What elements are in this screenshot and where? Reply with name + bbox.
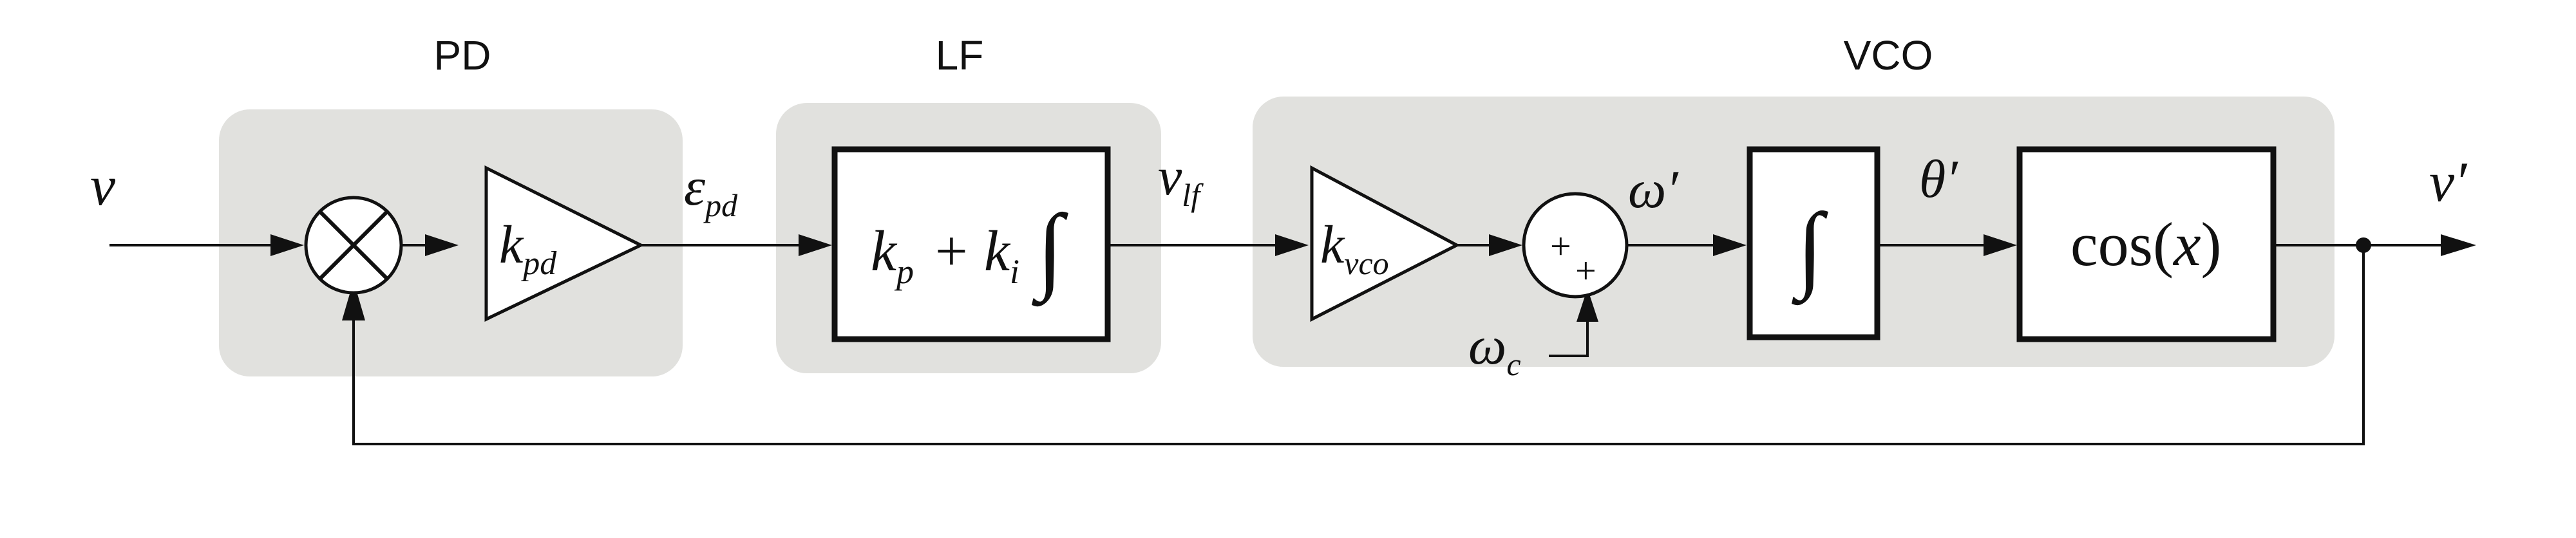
output-arrowhead [2441, 234, 2476, 256]
loop-filter-block: kp + ki ∫ [831, 146, 1111, 342]
vco-gain-k: k [1320, 215, 1345, 275]
lf-integral-sign: ∫ [1032, 195, 1068, 307]
lf-kp-k: k [871, 219, 898, 283]
cos-variable: x [2172, 210, 2201, 279]
pd-gain-k: k [499, 215, 524, 275]
feedback-path [342, 237, 2371, 445]
cosine-block: cos(x) [2016, 146, 2277, 342]
error-signal-sub: pd [703, 187, 738, 223]
svg-text:εpd: εpd [684, 157, 738, 223]
svg-text:kp: kp [871, 219, 914, 291]
feedback-arrowhead [342, 281, 365, 320]
pd-gain-sub: pd [520, 245, 557, 282]
input-signal-label: v [90, 155, 116, 218]
lf-group-label: LF [936, 32, 984, 79]
svg-text:ωc: ωc [1468, 316, 1521, 382]
svg-text:cos(x): cos(x) [2070, 210, 2222, 279]
vco-group-label: VCO [1844, 32, 1933, 79]
forward-path [109, 234, 2476, 357]
lf-output-label: v [1158, 147, 1182, 207]
sum-plus-bottom: + [1575, 250, 1596, 292]
pd-gain-amplifier: kpd [484, 165, 645, 322]
svg-text:vlf: vlf [1158, 147, 1204, 213]
pd-group-label: PD [434, 32, 491, 79]
theta-prime-label: θ′ [1919, 149, 1958, 209]
vco-gain-sub: vco [1344, 245, 1388, 281]
error-signal-label: ε [684, 157, 706, 217]
lf-plus: + [935, 219, 968, 283]
lf-output-sub: lf [1182, 177, 1204, 213]
vco-integral-sign: ∫ [1792, 194, 1828, 306]
output-signal-label: v′ [2429, 151, 2468, 214]
lf-ki-k: k [984, 219, 1011, 283]
sum-plus-top: + [1550, 225, 1571, 267]
summing-junction: + + [1522, 192, 1629, 299]
multiplier [304, 196, 403, 295]
omega-c-label: ω [1468, 316, 1506, 376]
vco-gain-amplifier: kvco [1310, 165, 1461, 322]
cos-prefix: cos( [2070, 210, 2174, 279]
lf-ki-sub: i [1010, 252, 1019, 291]
cos-suffix: ) [2201, 210, 2222, 279]
lf-kp-sub: p [894, 252, 914, 291]
vco-integrator-block: ∫ [1747, 146, 1880, 340]
svg-text:ki: ki [984, 219, 1019, 291]
omega-prime-label: ω′ [1628, 160, 1679, 219]
omega-c-sub: c [1506, 346, 1520, 382]
svg-text:kvco: kvco [1320, 215, 1389, 281]
svg-text:kpd: kpd [499, 215, 557, 282]
